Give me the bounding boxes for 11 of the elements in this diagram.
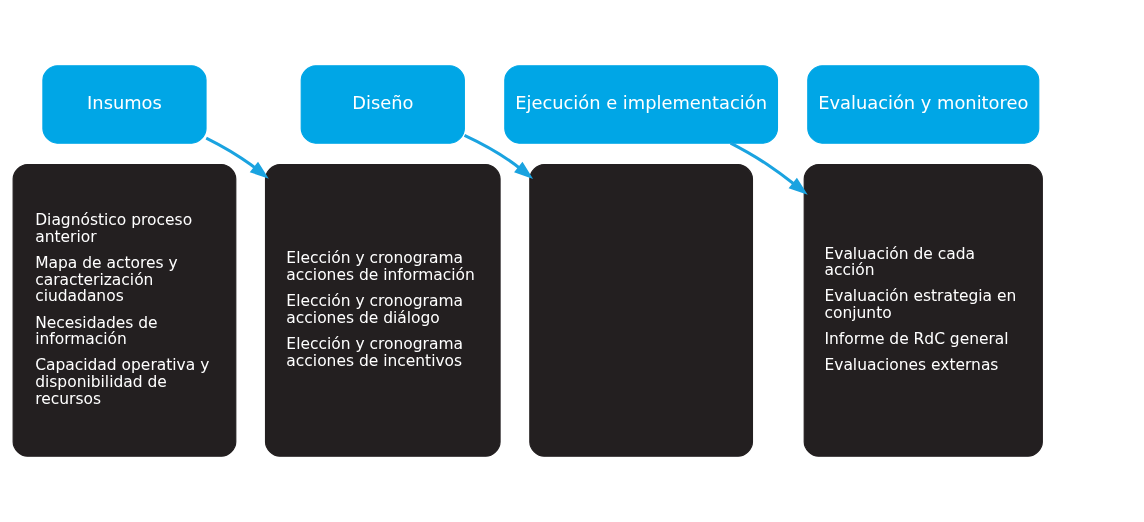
arrow xyxy=(205,136,269,179)
node-box: Ejecución e implementación xyxy=(504,65,779,144)
node-box: Evaluación de cada acción Evaluación estrategia en conjunto Informe de RdC general Evaluaciones externas xyxy=(803,163,1043,457)
node-box: Diseño xyxy=(300,65,465,144)
node-box: Diagnóstico proceso anterior Mapa de actores y caracterización ciudadanos Necesidades de información Capacidad operativa y disponibilidad de recursos xyxy=(12,163,237,457)
node-box: Elección y cronograma acciones de información Elección y cronograma acciones de diálogo Elección y cronograma acciones de incentivos xyxy=(264,163,501,457)
node-box: Evaluación y monitoreo xyxy=(807,65,1040,144)
arrow xyxy=(463,134,534,179)
node-box: Insumos xyxy=(42,65,207,144)
node-box xyxy=(529,163,754,457)
arrow xyxy=(729,141,808,195)
